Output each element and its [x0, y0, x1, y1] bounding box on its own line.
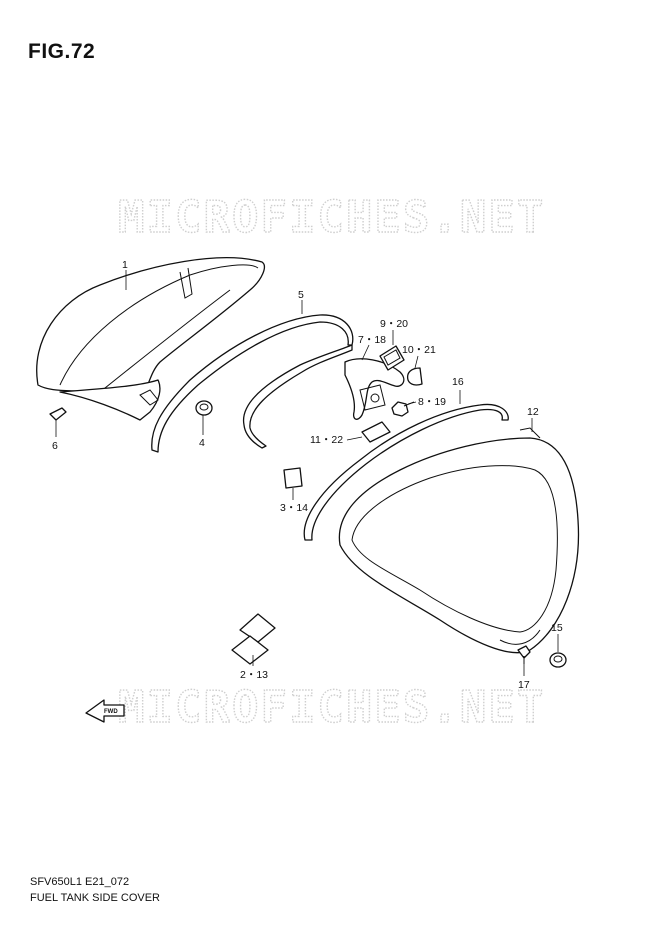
callout-15: 15 [551, 622, 563, 634]
part-10-cushion [406, 355, 423, 386]
callout-10-21: 10・21 [402, 344, 436, 356]
part-5-trim [151, 300, 354, 453]
watermark-bottom: MICROFICHES.NET [118, 682, 545, 733]
part-6-screw [49, 407, 67, 437]
callout-1: 1 [122, 259, 128, 271]
callout-6: 6 [52, 440, 58, 452]
callout-5: 5 [298, 289, 304, 301]
callout-12: 12 [527, 406, 539, 418]
part-11-plate [346, 421, 391, 443]
callout-17: 17 [518, 679, 530, 691]
part-8-bolt [391, 401, 417, 417]
callout-2-13: 2・13 [240, 669, 268, 681]
section-name: FUEL TANK SIDE COVER [30, 892, 160, 904]
callout-11-22: 11・22 [310, 434, 343, 446]
watermark-top: MICROFICHES.NET [118, 192, 545, 243]
part-15-grommet [549, 634, 567, 668]
model-code: SFV650L1 E21_072 [30, 876, 130, 888]
figure-title: FIG.72 [28, 40, 96, 63]
part-9-emblem [379, 330, 405, 371]
part-7-bracket [344, 358, 405, 420]
part-16-trim [303, 390, 509, 541]
part-1-front-cover [36, 257, 265, 421]
fwd-arrow-icon: FWD [85, 699, 125, 723]
lead-7 [361, 344, 370, 361]
part-3-decal [283, 467, 303, 500]
callout-4: 4 [199, 437, 205, 449]
callout-16: 16 [452, 376, 464, 388]
callout-9-20: 9・20 [380, 318, 408, 330]
part-17-bolt [517, 645, 531, 676]
callout-3-14: 3・14 [280, 502, 308, 514]
part-2-emblem [231, 613, 276, 666]
callout-8-19: 8・19 [418, 396, 446, 408]
part-4-grommet [195, 400, 213, 435]
callout-7-18: 7・18 [358, 334, 386, 346]
fwd-label: FWD [104, 709, 118, 715]
part-12-rear-cover [338, 418, 580, 654]
